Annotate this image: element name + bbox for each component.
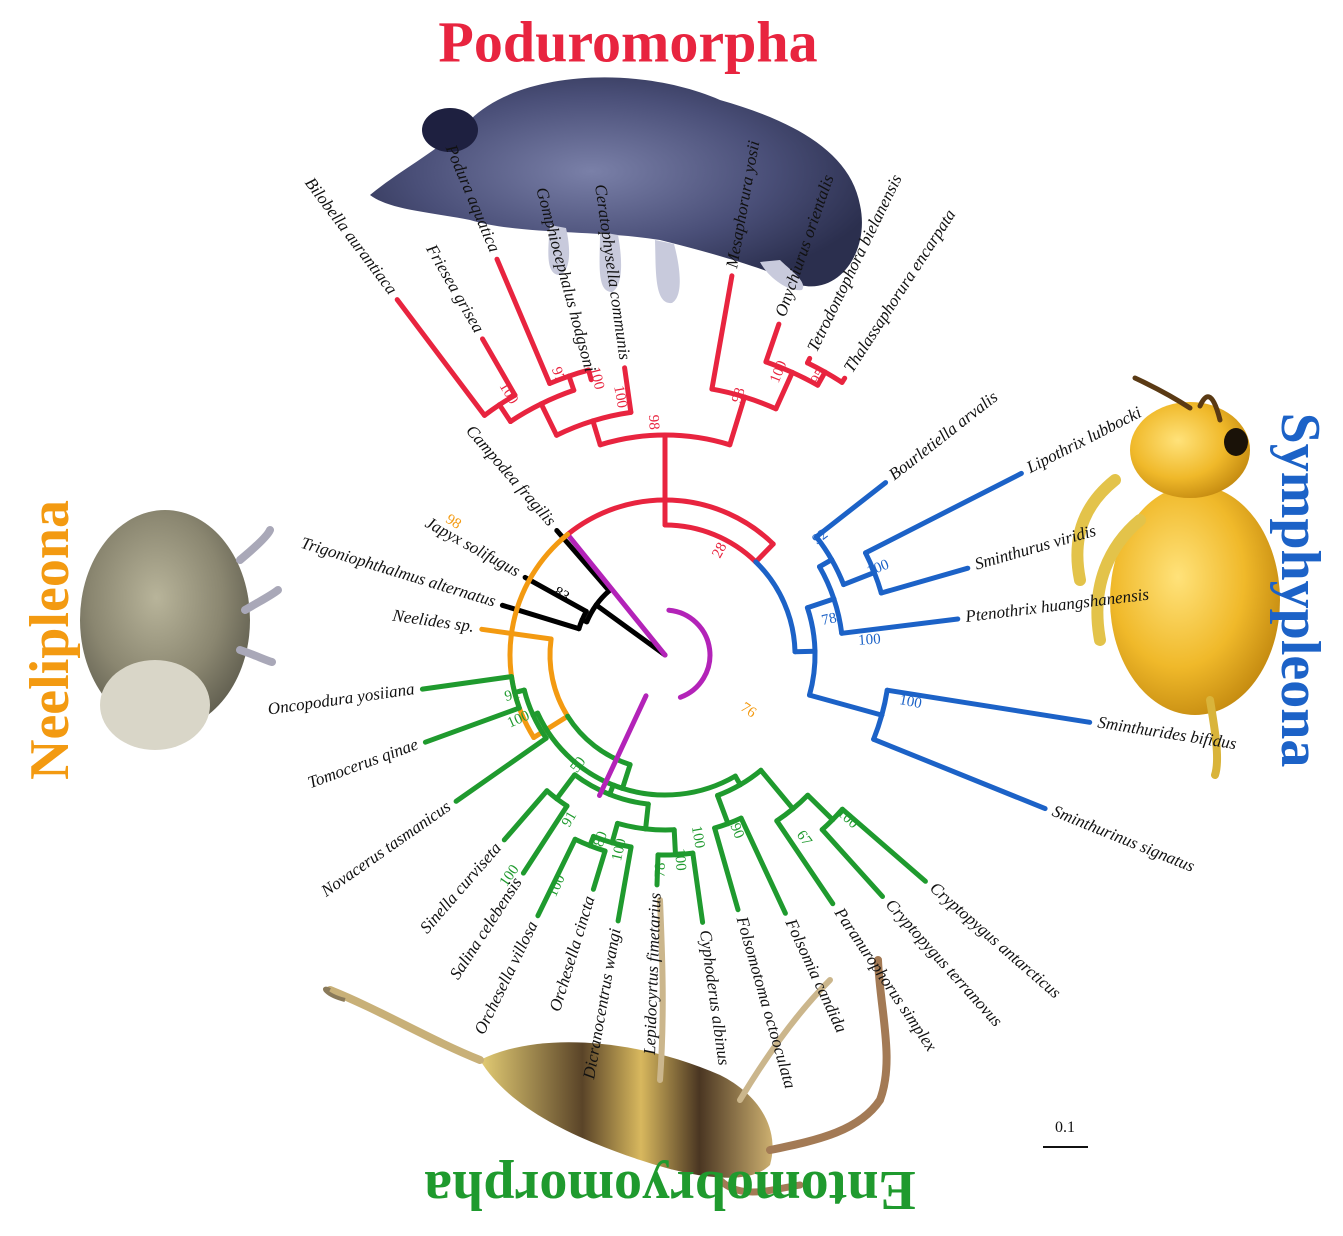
branch-line-32: [497, 259, 550, 383]
branch-line-61: [866, 473, 1022, 553]
branch-line-97: [646, 804, 649, 829]
branch-arc-20: [593, 412, 631, 421]
branch-line-42: [766, 324, 779, 362]
branch-arc-49: [807, 608, 815, 652]
branch-arc-129: [669, 610, 710, 697]
branch-line-63: [842, 619, 958, 633]
support-value: 76: [738, 700, 760, 722]
support-value: 100: [858, 631, 882, 649]
branch-arc-37: [745, 397, 776, 409]
branch-arc-14: [756, 562, 795, 652]
branch-arc-2: [587, 605, 596, 622]
scale-bar: 0.1: [1043, 1119, 1088, 1147]
branch-arc-56: [832, 560, 844, 585]
branch-arc-82: [777, 809, 793, 821]
branch-arc-78: [740, 770, 761, 784]
branch-arc-23: [541, 390, 574, 404]
tip-label: Japyx solifugus: [422, 513, 524, 581]
branch-line-92: [741, 818, 785, 913]
branch-line-9: [568, 534, 665, 655]
support-value: 100: [834, 805, 861, 832]
branch-line-122: [456, 738, 546, 801]
branch-line-46: [808, 358, 810, 363]
branch-arc-79: [718, 785, 741, 796]
support-value: 98: [729, 386, 749, 405]
branch-line-112: [593, 851, 605, 889]
branch-line-73: [623, 765, 631, 789]
branch-arc-52: [820, 567, 834, 599]
support-value: 100: [610, 384, 630, 409]
branch-arc-1: [596, 591, 609, 605]
support-value: 100: [545, 872, 569, 899]
branch-line-12: [756, 544, 773, 562]
tip-label: Sminthurinus signatus: [1050, 801, 1198, 876]
tip-label: Lipothrix lubbocki: [1023, 403, 1145, 478]
branch-line-103: [693, 853, 703, 922]
branch-line-87: [822, 830, 882, 897]
group-label-neelipleona: Neelipleona: [19, 500, 81, 780]
tip-label: Campodea fragilis: [462, 421, 560, 530]
support-value: 100: [688, 825, 708, 850]
neelipleona-illustration: [80, 510, 278, 750]
branch-line-24: [499, 405, 510, 422]
branch-arc-99: [618, 823, 646, 829]
branch-line-117: [523, 806, 567, 873]
tip-label: Cyphoderus albinus: [696, 929, 734, 1067]
tip-label: Cryptopygus antarcticus: [926, 878, 1065, 1002]
group-label-symphypleona: Symphypleona: [1269, 413, 1331, 768]
branch-arc-17: [665, 435, 730, 445]
tip-label: Orchesella cincta: [545, 894, 598, 1014]
branch-line-21: [541, 404, 556, 435]
tip-label: Folsomia candida: [781, 915, 851, 1036]
branch-line-72: [482, 629, 551, 639]
branch-line-80: [761, 770, 793, 809]
branch-line-114: [557, 775, 575, 799]
branch-line-118: [504, 791, 547, 840]
branch-arc-22: [511, 404, 542, 422]
tip-label: Bourletiella arvalis: [885, 387, 1002, 484]
support-value: 100: [898, 692, 923, 712]
tip-label: Oncopodura yosiiana: [267, 679, 416, 718]
support-value: 98: [645, 414, 662, 430]
branch-line-127: [425, 708, 519, 742]
tip-label: Novacerus tasmanicus: [317, 797, 455, 901]
branch-arc-10: [568, 500, 774, 544]
branch-arc-81: [793, 795, 808, 809]
branch-line-62: [881, 568, 968, 593]
branch-arc-25: [485, 405, 500, 416]
support-value: 100: [671, 848, 689, 872]
branch-arc-74: [623, 776, 736, 795]
tip-label: Friesea grisea: [422, 240, 488, 336]
branch-line-64: [810, 695, 882, 715]
branch-arc-13: [665, 525, 756, 562]
branch-line-48: [795, 651, 815, 652]
branch-arc-19: [557, 421, 593, 435]
group-label-entomobryomorpha: Entomobryomorpha: [424, 1159, 916, 1221]
branch-arc-70: [550, 639, 568, 716]
branch-line-83: [808, 795, 833, 820]
branch-line-93: [715, 828, 738, 910]
branch-line-18: [593, 421, 600, 445]
branch-line-89: [718, 796, 729, 824]
branch-line-47: [842, 378, 845, 382]
branch-arc-16: [600, 435, 665, 445]
branch-arc-65: [882, 690, 887, 715]
branch-line-51: [807, 599, 834, 608]
branch-arc-50: [810, 651, 816, 695]
branch-line-38: [712, 276, 732, 389]
support-value: 78: [653, 862, 669, 877]
branch-arc-98: [646, 829, 675, 830]
branch-line-57: [816, 483, 885, 537]
tip-label: Tomocerus qinae: [305, 734, 421, 792]
group-label-poduromorpha: Poduromorpha: [438, 9, 817, 74]
branch-arc-95: [610, 794, 649, 804]
scale-bar-label: 0.1: [1055, 1119, 1075, 1136]
branch-line-128: [422, 677, 511, 690]
branch-arc-66: [874, 715, 882, 739]
tip-label: Neelides sp.: [390, 606, 475, 636]
branch-line-68: [874, 739, 1046, 808]
